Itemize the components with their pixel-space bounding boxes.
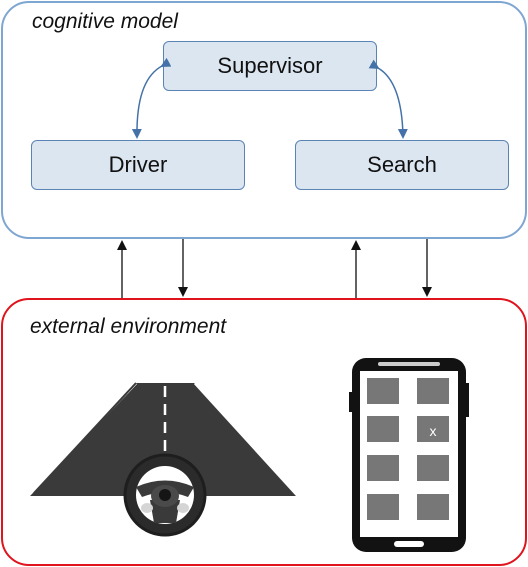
supervisor-driver-arrow bbox=[131, 57, 172, 139]
smartphone-icon: x bbox=[349, 358, 469, 552]
search-module: Search bbox=[295, 140, 509, 190]
driver-module: Driver bbox=[31, 140, 245, 190]
steering-wheel-icon bbox=[123, 453, 207, 537]
cognitive-model-label: cognitive model bbox=[32, 10, 178, 33]
supervisor-search-arrow bbox=[368, 59, 408, 139]
phone-app-grid bbox=[367, 378, 449, 520]
external-environment-label: external environment bbox=[30, 315, 227, 338]
cognitive-model-container: cognitive model bbox=[1, 1, 527, 239]
phone-marked-tile-label: x bbox=[430, 423, 437, 439]
road-illustration bbox=[26, 381, 300, 498]
supervisor-module: Supervisor bbox=[163, 41, 377, 91]
